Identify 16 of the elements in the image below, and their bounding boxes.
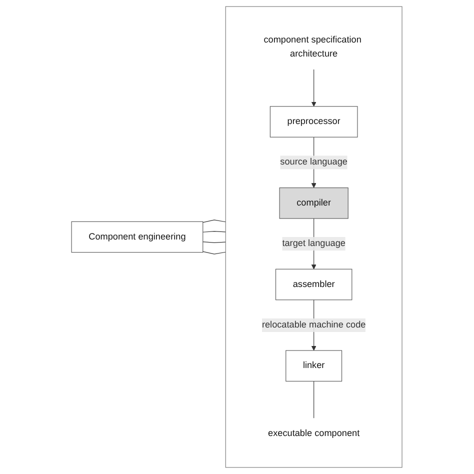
edge-label: source language [280, 157, 348, 168]
cluster [226, 6, 403, 468]
node-box: assembler [276, 268, 352, 300]
connector [202, 220, 226, 223]
edge-label: relocatable machine code [262, 320, 366, 330]
connector [202, 251, 226, 254]
node-box: preprocessor [270, 106, 358, 138]
node-text: component specification architecture [264, 35, 362, 59]
arrow [312, 69, 317, 107]
node-box: compiler [279, 188, 349, 219]
connector [202, 242, 226, 243]
connector [202, 231, 226, 232]
node-text: executable component [268, 428, 360, 438]
node-box: linker [286, 350, 342, 382]
node-box: Component engineering [71, 221, 204, 253]
edge-label: target language [282, 238, 346, 248]
